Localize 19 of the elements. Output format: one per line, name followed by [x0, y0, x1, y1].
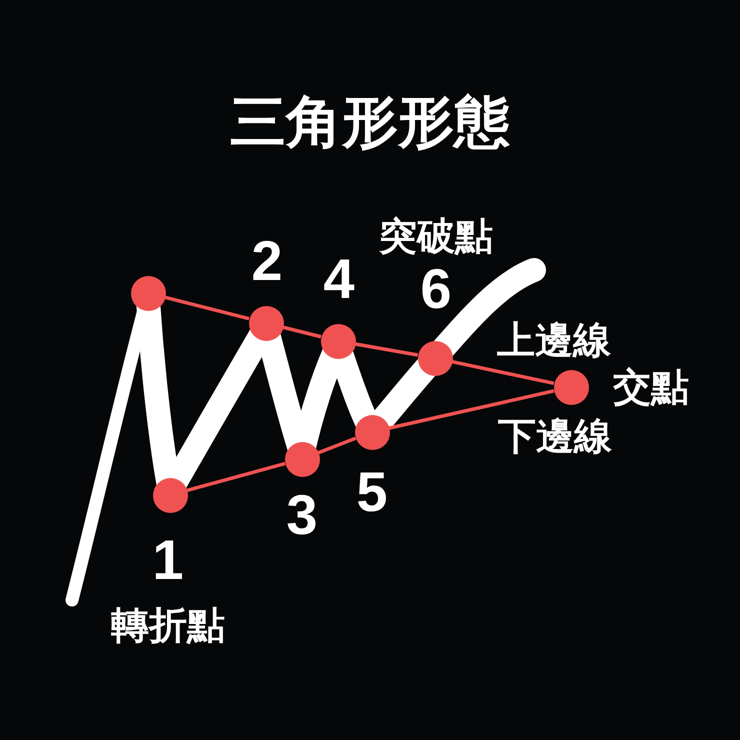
trend-line	[318, 436, 356, 454]
trend-line	[354, 342, 418, 357]
trend-line	[388, 389, 554, 430]
point-number: 2	[251, 233, 283, 289]
line-label: 下邊線	[498, 418, 612, 456]
trend-line	[452, 360, 554, 386]
trend-line	[282, 326, 322, 338]
point-number: 3	[286, 487, 318, 543]
point-caption: 突破點	[379, 218, 493, 256]
point-number: 5	[356, 464, 388, 520]
point-number: 6	[420, 261, 452, 317]
trend-line	[164, 296, 250, 320]
point-number: 4	[323, 251, 355, 307]
point-caption: 轉折點	[111, 607, 225, 645]
title: 三角形形態	[230, 94, 510, 150]
point-caption: 交點	[613, 369, 689, 407]
trend-line	[186, 462, 286, 492]
point-number: 1	[152, 532, 184, 588]
line-label: 上邊線	[497, 322, 611, 360]
